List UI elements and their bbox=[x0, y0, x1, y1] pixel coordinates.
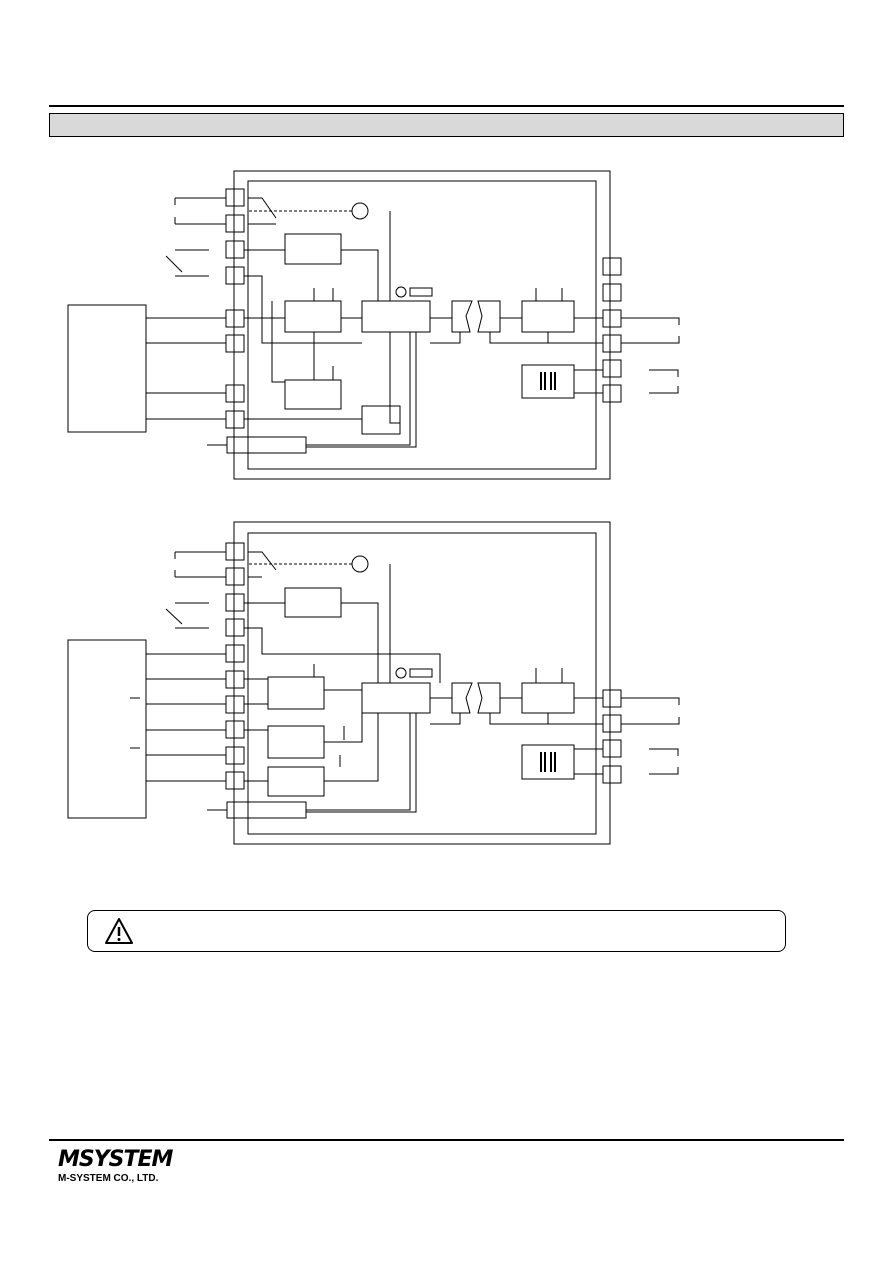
block-a bbox=[284, 587, 342, 618]
block-right bbox=[521, 682, 575, 714]
block-cpu bbox=[361, 682, 431, 714]
logo-mark: MSYSTEM bbox=[58, 1147, 173, 1172]
header-rule bbox=[49, 105, 844, 107]
block-c bbox=[267, 725, 325, 759]
block-b bbox=[284, 300, 342, 333]
relay-coil bbox=[351, 555, 369, 573]
block-d bbox=[267, 766, 325, 797]
rotary-switch bbox=[395, 286, 407, 298]
block-bus bbox=[226, 801, 307, 819]
block-diagram-1 bbox=[67, 170, 680, 480]
warning-box bbox=[87, 910, 786, 952]
company-name: M-SYSTEM CO., LTD. bbox=[58, 1173, 159, 1184]
msystem-logo: MSYSTEM M-SYSTEM CO., LTD. bbox=[58, 1148, 188, 1188]
isolation-break bbox=[451, 682, 501, 714]
transformer-glyph bbox=[540, 752, 556, 772]
dip-switch bbox=[409, 668, 433, 678]
block-bus bbox=[226, 436, 307, 454]
block-cpu bbox=[361, 300, 431, 333]
housing-inner bbox=[247, 532, 597, 835]
block-c bbox=[284, 379, 342, 410]
isolation-break bbox=[451, 300, 501, 333]
relay-coil bbox=[351, 202, 369, 220]
housing-outer bbox=[233, 170, 611, 480]
warning-triangle-icon bbox=[105, 918, 133, 944]
block-diagram-2 bbox=[67, 521, 680, 845]
left-terminals bbox=[225, 188, 245, 429]
external-device bbox=[67, 304, 147, 433]
dip-switch bbox=[409, 287, 433, 297]
block-power bbox=[521, 744, 575, 780]
block-d bbox=[361, 405, 401, 435]
right-terminals bbox=[602, 257, 622, 403]
housing-inner bbox=[247, 180, 597, 470]
rotary-switch bbox=[395, 667, 407, 679]
footer-rule bbox=[49, 1139, 844, 1141]
block-a bbox=[284, 233, 342, 265]
block-power bbox=[521, 364, 575, 399]
right-terminals bbox=[602, 689, 622, 784]
block-b bbox=[267, 676, 325, 710]
transformer-glyph bbox=[540, 372, 556, 390]
left-terminals bbox=[225, 542, 245, 790]
block-right bbox=[521, 300, 575, 333]
external-device bbox=[67, 639, 147, 819]
section-title-bar bbox=[49, 113, 844, 137]
housing-outer bbox=[233, 521, 611, 845]
